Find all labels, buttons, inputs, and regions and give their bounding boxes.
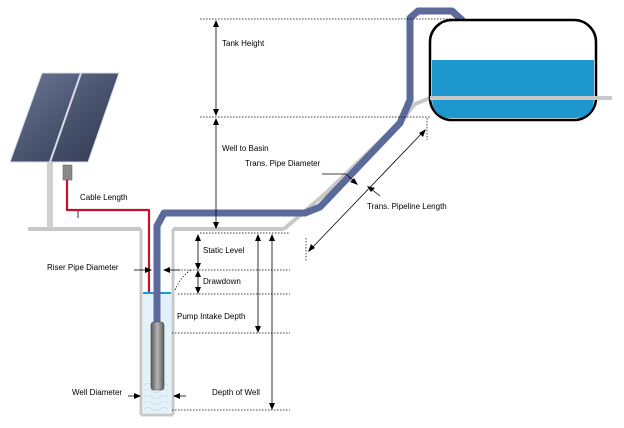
- pump-intake-depth-label: Pump Intake Depth: [177, 312, 245, 321]
- riser-pipe-diameter-label: Riser Pipe Diameter: [47, 263, 119, 272]
- guide-lines: [172, 18, 460, 411]
- trans-pipe-diameter-label: Trans. Pipe Diameter: [245, 159, 321, 168]
- water-tank: [428, 18, 612, 122]
- power-cable: [65, 180, 151, 325]
- tank-height-label: Tank Height: [222, 39, 265, 48]
- drawdown-label: Drawdown: [203, 277, 241, 286]
- depth-of-well-label: Depth of Well: [212, 388, 260, 397]
- solar-panel: [9, 72, 120, 228]
- well-to-basin-label: Well to Basin: [222, 144, 269, 153]
- dimension-lines: [77, 20, 426, 410]
- trans-pipeline-length-label: Trans. Pipeline Length: [367, 202, 447, 211]
- cable-length-label: Cable Length: [80, 193, 128, 202]
- static-level-label: Static Level: [203, 246, 245, 255]
- transmission-pipe: [153, 7, 466, 329]
- control-box: [62, 164, 73, 181]
- well-diameter-label: Well Diameter: [72, 388, 122, 397]
- pump: [150, 321, 165, 391]
